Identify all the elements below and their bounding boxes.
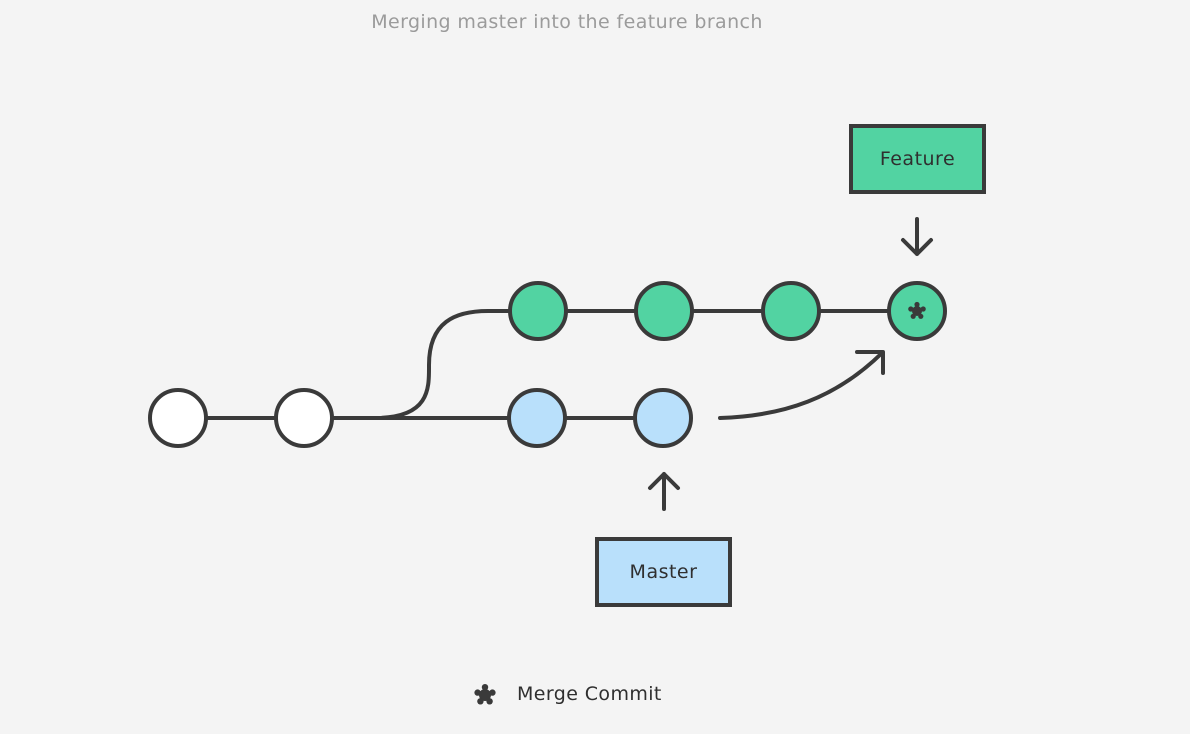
asterisk-icon: [474, 684, 496, 705]
commit-node: [507, 388, 567, 448]
feature-pointer-arrow: [901, 217, 933, 256]
commit-node: [633, 388, 693, 448]
merge-arrow-head: [855, 350, 885, 375]
feature-branch-label: Feature: [849, 124, 986, 194]
commit-node: [148, 388, 208, 448]
merge-arrow-line: [718, 351, 884, 420]
commit-node: [761, 281, 821, 341]
merge-commit-asterisk-icon: [908, 301, 926, 319]
commit-node: [508, 281, 568, 341]
feature-branch-curve: [373, 309, 513, 420]
commit-node: [274, 388, 334, 448]
master-branch-label: Master: [595, 537, 732, 607]
legend-label: Merge Commit: [517, 683, 662, 705]
master-pointer-arrow: [648, 472, 680, 511]
diagram-title: Merging master into the feature branch: [371, 11, 763, 33]
commit-node: [634, 281, 694, 341]
